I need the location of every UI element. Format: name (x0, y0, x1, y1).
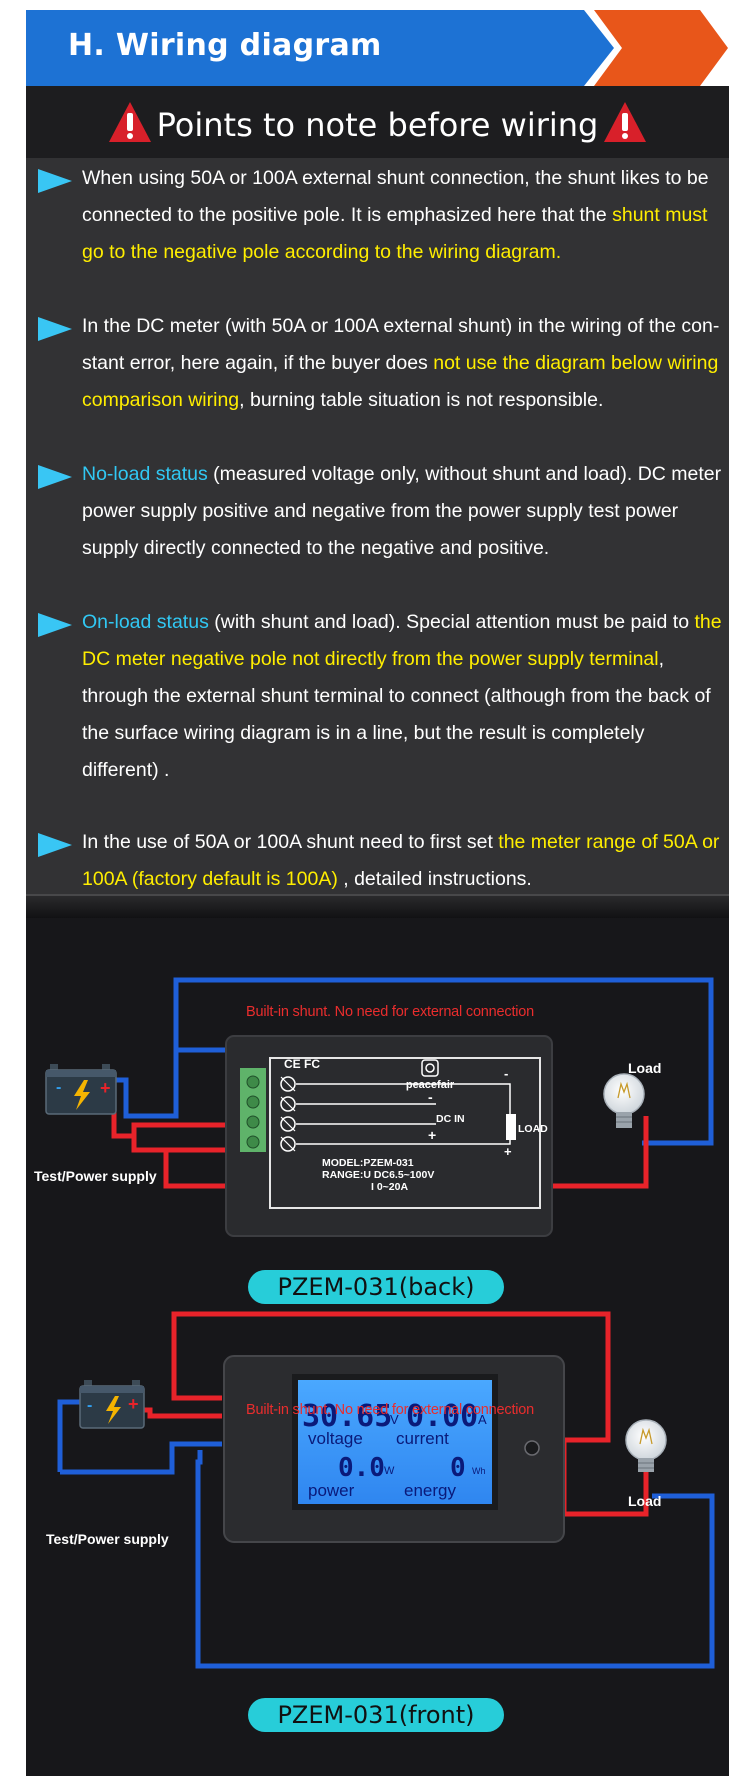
front-wiring-diagram: 30.65 V 0.00 A voltage current 0.0 W 0 W… (57, 1311, 715, 1669)
section-title: H. Wiring diagram (68, 28, 382, 63)
lcd-voltage-label: voltage (308, 1429, 363, 1448)
positive-wire (171, 1388, 222, 1401)
bullet-arrow-icon (38, 317, 72, 341)
lcd-voltage-value: 30.65 (302, 1399, 392, 1434)
svg-text:+: + (100, 1078, 111, 1098)
brand-name: peacefair (406, 1079, 455, 1091)
bullet-arrow-icon (38, 613, 72, 637)
negative-wire (173, 977, 714, 1146)
light-bulb-icon (625, 1419, 667, 1472)
banner-arrows (26, 10, 728, 86)
lcd-energy-label: energy (404, 1481, 456, 1500)
lcd-power-label: power (308, 1481, 355, 1500)
front-shunt-note: Built-in shunt. No need for external con… (246, 1402, 535, 1418)
lcd-energy-unit: Wh (472, 1466, 486, 1476)
model-label: MODEL:PZEM-031 (322, 1157, 414, 1169)
load-tag-label: LOAD (518, 1123, 548, 1135)
battery-icon: - + (45, 1064, 117, 1115)
load-minus-label: - (504, 1066, 508, 1081)
back-shunt-note: Built-in shunt. No need for external con… (246, 1004, 535, 1020)
notes-footer-bar (26, 894, 729, 918)
svg-text:-: - (56, 1079, 61, 1096)
note-text: No-load status (measured voltage only, w… (82, 463, 722, 559)
lcd-current-unit: A (478, 1412, 487, 1427)
negative-wire (57, 1399, 86, 1472)
dc-in-label: DC IN (436, 1113, 465, 1125)
wiring-diagram-area: peacefair CE FC - + - + DC IN LOAD MODEL… (26, 918, 729, 1776)
notes-header (26, 86, 729, 158)
peacefair-logo-icon (421, 1059, 439, 1077)
notes-title-text: Points to note before wiring (156, 106, 599, 144)
negative-wire (60, 1441, 222, 1475)
meter-back-label-frame (269, 1057, 541, 1209)
reset-button[interactable] (524, 1440, 540, 1456)
front-caption: PZEM-031(front) (248, 1698, 504, 1732)
note-text: On-load status (with shunt and load). Sp… (82, 611, 722, 781)
front-load-label: Load (628, 1493, 662, 1509)
back-wiring-diagram: peacefair CE FC - + - + DC IN LOAD MODEL… (45, 977, 714, 1237)
warning-icon (604, 102, 647, 142)
notes-title: Points to note before wiring (26, 100, 729, 146)
warning-icon (108, 102, 151, 142)
lcd-voltage-unit: V (390, 1412, 399, 1427)
battery-icon: - + (79, 1380, 145, 1429)
note-text: In the use of 50A or 100A shunt need to … (82, 831, 720, 890)
cert-marks: CE FC (284, 1057, 320, 1071)
note-text: In the DC meter (with 50A or 100A extern… (82, 315, 720, 411)
banner-orange-arrow (594, 10, 728, 86)
lcd-power-value: 0.0 (338, 1453, 385, 1483)
wiring-notes-panel: Points to note before wiring When using … (26, 86, 729, 918)
bullet-arrow-icon (38, 833, 72, 857)
positive-wire (131, 1136, 236, 1153)
back-supply-label: Test/Power supply (34, 1168, 157, 1184)
load-plus-label: + (504, 1144, 512, 1159)
back-caption: PZEM-031(back) (248, 1270, 504, 1304)
lcd-screen (298, 1380, 492, 1504)
shunt-resistor (506, 1114, 516, 1140)
svg-text:+: + (128, 1394, 139, 1414)
light-bulb-icon (603, 1073, 645, 1128)
section-banner: H. Wiring diagram (0, 0, 750, 92)
negative-wire (195, 1450, 715, 1669)
lcd-current-value: 0.00 (406, 1399, 478, 1434)
lcd-energy-value: 0 (450, 1453, 466, 1483)
meter-back-housing (225, 1035, 553, 1237)
positive-wire (171, 1311, 649, 1517)
back-load-label: Load (628, 1060, 662, 1076)
bullet-arrow-icon (38, 169, 72, 193)
banner-blue-arrow (26, 10, 614, 86)
wiring-diagram-graphics: peacefair CE FC - + - + DC IN LOAD MODEL… (45, 977, 715, 1669)
terminal-minus-label: - (428, 1089, 433, 1105)
lcd-current-label: current (396, 1429, 449, 1448)
range-u-label: RANGE:U DC6.5~100V (322, 1169, 434, 1181)
bullet-arrow-icon (38, 465, 72, 489)
terminal-plus-label: + (428, 1127, 436, 1143)
front-supply-label: Test/Power supply (46, 1531, 169, 1547)
lcd-power-unit: W (384, 1465, 395, 1477)
svg-text:-: - (87, 1397, 92, 1414)
range-i-label: I 0~20A (371, 1181, 408, 1193)
note-text: When using 50A or 100A external shunt co… (82, 167, 709, 263)
